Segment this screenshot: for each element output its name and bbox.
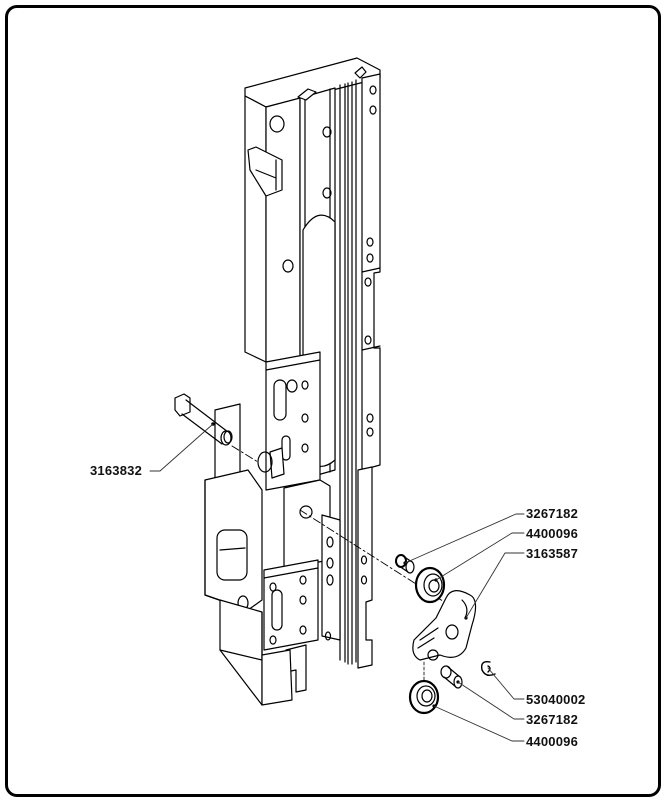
- bearing-lower-part: [408, 661, 440, 715]
- assembly-center-line: [231, 445, 461, 613]
- leader-line-3267182-lower: [457, 681, 525, 720]
- callout-label-cam-lever: 3163587: [526, 546, 579, 561]
- leader-line-3267182-upper: [404, 513, 525, 564]
- leader-line-3163587: [465, 552, 525, 619]
- slider-plate: [257, 351, 321, 491]
- leader-line-53040002: [487, 667, 525, 700]
- e-clip-part: [480, 660, 496, 677]
- callout-label-shoulder-pin: 3163832: [90, 463, 143, 478]
- callout-label-bearing-upper: 4400096: [526, 526, 579, 541]
- leader-line-4400096-upper: [435, 532, 525, 581]
- drawing-border-frame: [5, 5, 661, 797]
- callout-label-e-clip: 53040002: [526, 692, 586, 707]
- callout-label-small-pin-upper: 3267182: [526, 506, 579, 521]
- lower-carriage-block: [204, 403, 373, 706]
- cam-lever-part: [412, 590, 477, 661]
- small-pin-upper-part: [395, 554, 415, 574]
- callout-label-bearing-lower: 4400096: [526, 734, 579, 749]
- small-pin-lower-part: [440, 665, 463, 689]
- callout-label-small-pin-lower: 3267182: [526, 712, 579, 727]
- bearing-upper-part: [414, 566, 446, 604]
- callout-leader-lines: [149, 423, 525, 742]
- leader-line-4400096-lower: [433, 705, 525, 742]
- leader-line-3163832: [149, 423, 214, 472]
